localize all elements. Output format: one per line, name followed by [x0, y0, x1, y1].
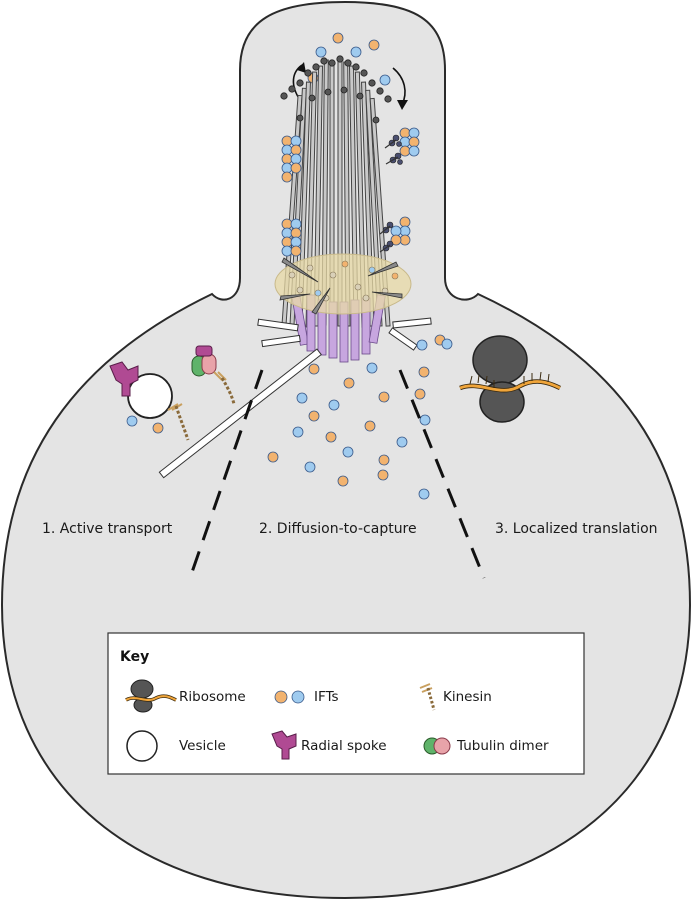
label-localized-translation: 3. Localized translation	[495, 521, 658, 537]
transition-fibers	[279, 257, 403, 315]
kinesin-icon	[419, 683, 436, 711]
ift-train-left-upper	[281, 135, 302, 183]
divider-left	[188, 369, 264, 579]
vesicle-ift-orange	[152, 422, 164, 434]
dynein-motors-lower	[379, 221, 394, 253]
ift-train-right-upper	[399, 127, 420, 157]
key-label-ifts: IFTs	[314, 689, 339, 705]
key-title: Key	[120, 649, 149, 665]
key-label-radial-spoke: Radial spoke	[301, 738, 387, 754]
key-label-ribosome: Ribosome	[179, 689, 246, 705]
key-legend: Key Ribosome IFTs Kinesin Vesicle Radial…	[107, 632, 585, 775]
tubulin-dimer-cargo	[191, 345, 236, 405]
ift-icon	[274, 690, 305, 704]
kinesin-vesicle	[167, 403, 190, 441]
tubulin-dimer-icon	[423, 737, 451, 755]
cytoplasm-ift-particles	[267, 334, 453, 500]
basal-rods	[257, 317, 432, 351]
key-label-kinesin: Kinesin	[443, 689, 492, 705]
radial-spoke-icon	[271, 730, 297, 760]
key-label-tubulin-dimer: Tubulin dimer	[456, 738, 549, 754]
microtubule-track	[158, 348, 322, 479]
divider-right	[398, 369, 486, 579]
ribosome-icon	[125, 679, 177, 713]
vesicle-icon	[126, 730, 158, 762]
dynein-motors-upper	[384, 134, 403, 165]
label-active-transport: 1. Active transport	[42, 521, 173, 537]
key-label-vesicle: Vesicle	[179, 738, 226, 754]
ift-train-left-lower	[281, 218, 302, 257]
ribosome-translation	[459, 335, 562, 423]
radial-spoke	[109, 361, 139, 397]
basal-body	[291, 294, 386, 363]
label-diffusion-to-capture: 2. Diffusion-to-capture	[259, 521, 417, 537]
vesicle-ift-blue	[126, 415, 138, 427]
ift-train-right-lower	[390, 216, 411, 246]
